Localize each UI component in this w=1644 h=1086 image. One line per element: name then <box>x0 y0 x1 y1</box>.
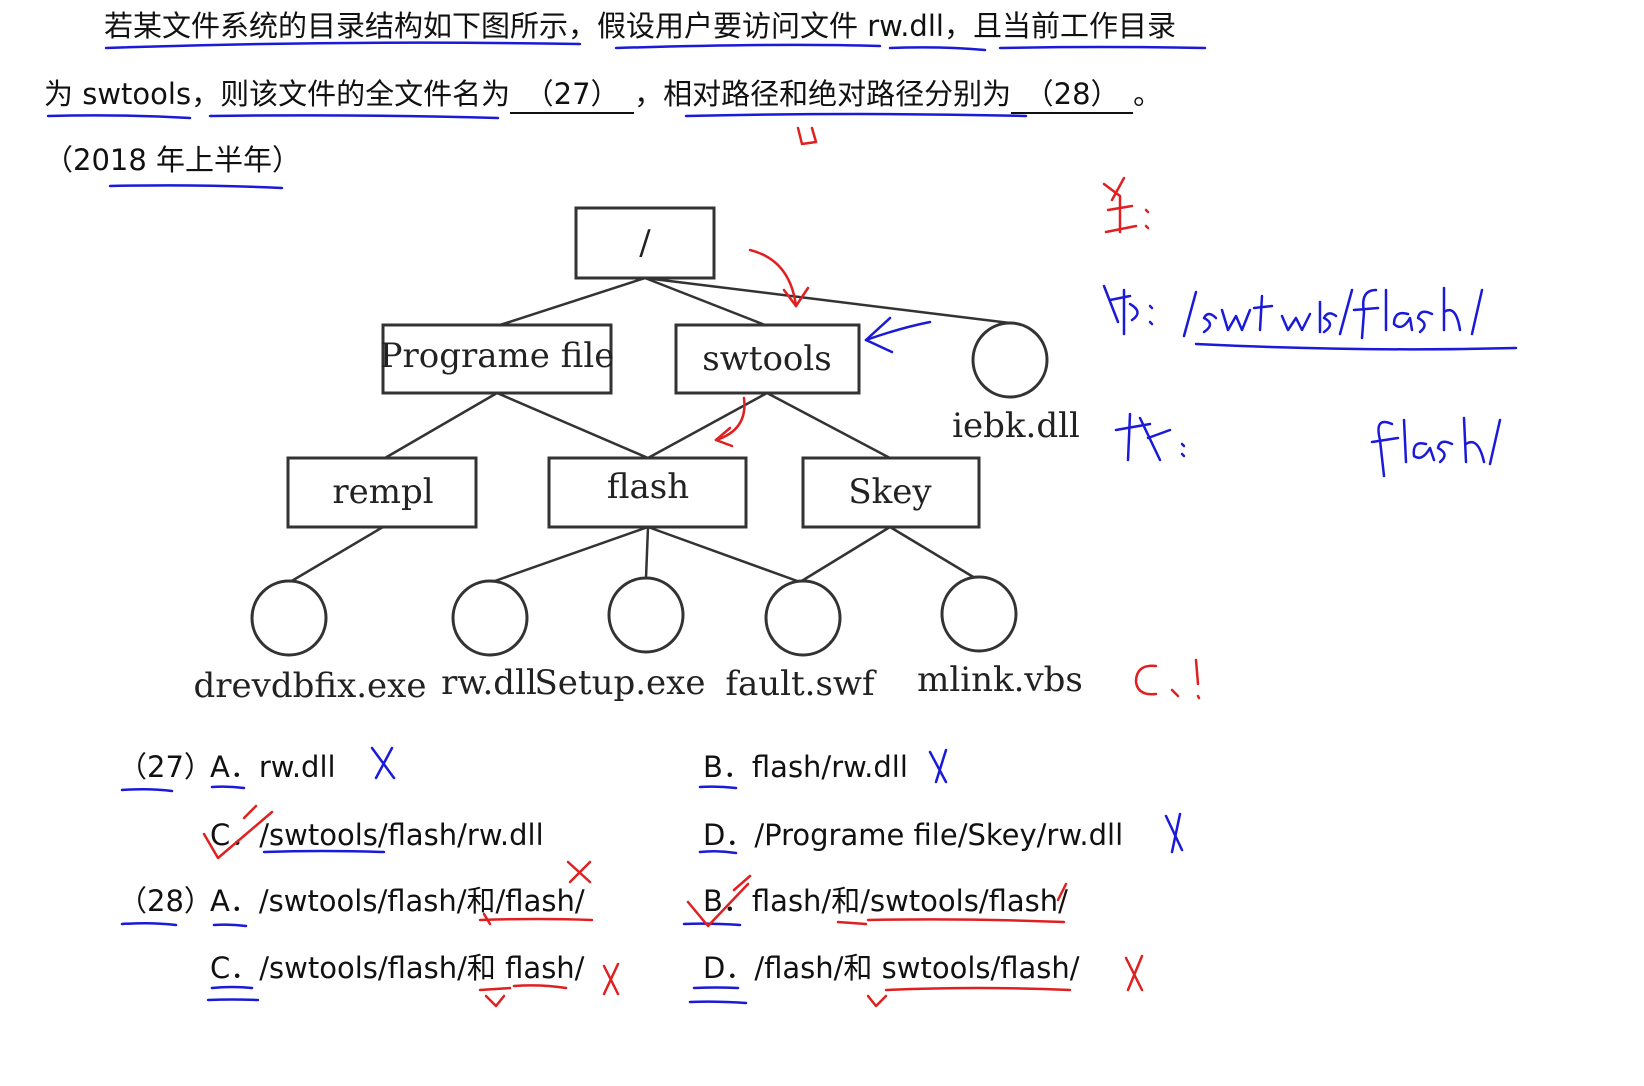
q28-label: （28） <box>118 884 213 918</box>
node-rempl-label: rempl <box>332 472 433 512</box>
question-line-2: 为 swtools，则该文件的全文件名为（27），相对路径和绝对路径分别为（28… <box>44 76 1162 114</box>
q28-option-d[interactable]: D．/flash/和 swtools/flash/ <box>703 945 1080 987</box>
question-text-3: ，相对路径和绝对路径分别为 <box>634 77 1012 111</box>
leaf-setup-label: Setup.exe <box>535 663 706 703</box>
question-text-2: 为 swtools，则该文件的全文件名为 <box>44 77 511 111</box>
option-letter: C． <box>210 951 260 985</box>
option-text: /swtools/flash/rw.dll <box>259 818 544 852</box>
option-letter: C． <box>210 818 260 852</box>
leaf-drevdbfix-circle <box>250 579 328 657</box>
q28-option-a[interactable]: A．/swtools/flash/和/flash/ <box>210 878 585 920</box>
question-text-1: 若某文件系统的目录结构如下图所示，假设用户要访问文件 rw.dll，且当前工作目… <box>104 9 1176 43</box>
q28-option-b[interactable]: B．flash/和/swtools/flash/ <box>703 878 1068 920</box>
blank-28: （28） <box>1011 76 1134 114</box>
question-year: （2018 年上半年） <box>44 142 301 178</box>
leaf-mlink-circle <box>940 575 1018 653</box>
node-root-box <box>574 206 716 280</box>
leaf-drevdbfix-label: drevdbfix.exe <box>194 666 427 706</box>
node-swtools-box <box>674 323 861 395</box>
option-letter: D． <box>703 951 755 985</box>
node-swtools-label: swtools <box>702 339 831 379</box>
option-letter: B． <box>703 884 752 918</box>
leaf-rwdll-circle <box>451 579 529 657</box>
q27-option-b[interactable]: B．flash/rw.dll <box>703 744 908 786</box>
leaf-mlink-label: mlink.vbs <box>917 660 1083 700</box>
question-line-1: 若某文件系统的目录结构如下图所示，假设用户要访问文件 rw.dll，且当前工作目… <box>104 8 1176 44</box>
year-text: （2018 年上半年） <box>44 143 302 177</box>
option-letter: A． <box>210 750 259 784</box>
node-skey-label: Skey <box>848 472 932 512</box>
option-text: /flash/和 swtools/flash/ <box>754 951 1080 985</box>
node-iebk-circle <box>971 321 1049 399</box>
option-text: /swtools/flash/和 flash/ <box>259 951 585 985</box>
q27-option-a[interactable]: A．rw.dll <box>210 744 336 786</box>
leaf-fault-label: fault.swf <box>725 664 877 704</box>
node-flash-label: flash <box>607 467 689 507</box>
option-letter: A． <box>210 884 259 918</box>
node-programe-file-box <box>381 323 613 395</box>
question-text-4: 。 <box>1133 77 1163 111</box>
node-iebk-label: iebk.dll <box>952 406 1080 446</box>
q27-label: （27） <box>118 750 213 784</box>
option-text: flash/和/swtools/flash/ <box>751 884 1068 918</box>
option-letter: B． <box>703 750 752 784</box>
node-rempl-box <box>286 456 478 529</box>
option-text: /swtools/flash/和/flash/ <box>258 884 585 918</box>
blank-27: （27） <box>510 76 635 114</box>
option-text: /Programe file/Skey/rw.dll <box>754 818 1124 852</box>
leaf-setup-circle <box>607 576 685 654</box>
leaf-rwdll-label: rw.dll <box>441 663 537 703</box>
option-letter: D． <box>703 818 755 852</box>
option-text: rw.dll <box>258 750 336 784</box>
node-root-label: / <box>639 223 651 263</box>
option-text: flash/rw.dll <box>751 750 908 784</box>
node-flash-box <box>547 456 748 529</box>
q27-option-d[interactable]: D．/Programe file/Skey/rw.dll <box>703 812 1123 854</box>
q27-option-c[interactable]: C．/swtools/flash/rw.dll <box>210 812 544 854</box>
node-programe-file-label: Programe file <box>380 336 615 376</box>
leaf-fault-circle <box>764 579 842 657</box>
q28-option-c[interactable]: C．/swtools/flash/和 flash/ <box>210 945 584 987</box>
node-skey-box <box>801 456 981 529</box>
